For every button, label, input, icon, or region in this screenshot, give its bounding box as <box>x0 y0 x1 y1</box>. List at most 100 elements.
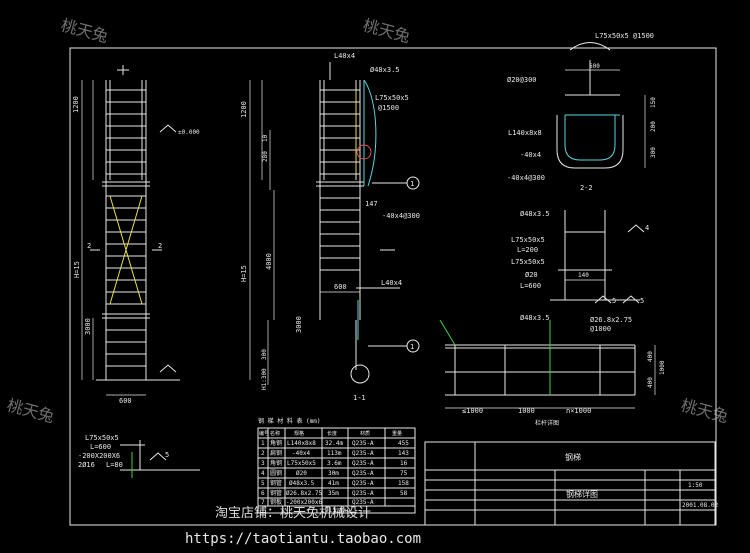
dim-147: 147 <box>365 200 378 208</box>
railing-pipe1-label: Ø48x3.5 <box>520 314 550 322</box>
dim-1200-mid: 1200 <box>240 101 248 118</box>
th-weight: 重量 <box>392 430 402 437</box>
dim-10-mid: 10 <box>262 134 269 142</box>
cell-material: Q235-A <box>352 450 374 457</box>
base-angle-label: L75x50x5 <box>85 434 119 442</box>
section22-angle2-label: L140x8x8 <box>508 129 542 137</box>
base-bolt-label: 2Ø16 <box>78 461 95 469</box>
railing-title: 栏杆详图 <box>535 419 559 427</box>
cell-spec: Ø26.8x2.75 <box>286 490 323 497</box>
railing-dim-3: n×1000 <box>566 407 591 415</box>
railing-dim-2: 1000 <box>518 407 535 415</box>
cell-length: 41m <box>328 480 339 487</box>
th-material: 材质 <box>360 430 370 437</box>
detail-len1-label: L=200 <box>517 246 538 254</box>
detail-mark-5b: 5 <box>640 297 644 305</box>
table-row: 5 钢管 Ø48x3.5 41m Q235-A 158 <box>261 479 409 487</box>
drawing-border <box>69 47 717 526</box>
footer-url-bar: https://taotiantu.taobao.com <box>0 526 750 549</box>
detail-angle1-label: L75x50x5 <box>511 236 545 244</box>
cell-no: 6 <box>261 490 265 497</box>
th-no: 编号 <box>259 430 269 437</box>
dim-3000-left: 3000 <box>84 318 92 335</box>
watermark-brand-top: 桃天兔 <box>361 16 412 47</box>
callout-1-lower: 1 <box>410 343 414 351</box>
dim-4000-mid: 4000 <box>265 253 273 270</box>
cell-no: 5 <box>261 480 265 487</box>
material-table <box>257 427 416 514</box>
material-table-title: 钢 梯 材 料 表 (mm) <box>258 417 321 425</box>
section-2-2 <box>556 42 646 169</box>
height-label-mid: H=15 <box>240 265 248 282</box>
cell-name: 扁钢 <box>270 449 282 457</box>
base-len2-label: L=80 <box>106 461 123 469</box>
section-mark-2a: 2 <box>87 242 91 250</box>
watermark-brand-right: 桃天兔 <box>679 396 730 427</box>
table-row: 7 钢板 -200x200x6 Q235-A <box>261 498 374 506</box>
table-total: 911.8kg <box>325 507 351 514</box>
dim-1200-left: 1200 <box>72 96 80 113</box>
ladder-elevation-left <box>81 65 180 396</box>
base-mark-5: 5 <box>165 451 169 459</box>
detail-mark-4: 4 <box>645 224 649 232</box>
cell-spec: Ø20 <box>296 470 307 477</box>
railing-detail <box>439 319 656 409</box>
cell-spec: -40x4 <box>292 450 310 457</box>
cell-length: 3.6m <box>327 460 342 467</box>
title-block <box>424 441 716 526</box>
callout-1-upper: 1 <box>410 180 414 188</box>
section-label-1-1: 1-1 <box>353 394 366 402</box>
table-row: 1 角钢 L140x8x8 32.4m Q235-A 455 <box>261 439 409 447</box>
watermark-text: 桃天兔 <box>5 396 56 427</box>
section22-title: 2-2 <box>580 184 593 192</box>
detail-len2-label: L=600 <box>520 282 541 290</box>
railing-dim-1: ≤1000 <box>462 407 483 415</box>
section22-dim-600: 600 <box>589 63 600 70</box>
detail-angle2-label: L75x50x5 <box>511 258 545 266</box>
height-label-left: H=15 <box>73 261 81 278</box>
cell-name: 钢板 <box>270 498 282 506</box>
cell-spec: Ø48x3.5 <box>289 480 315 487</box>
cell-weight: 455 <box>398 440 409 447</box>
cell-weight: 58 <box>400 490 408 497</box>
width-600-mid: 600 <box>334 283 347 291</box>
detail-dim-140: 140 <box>578 272 589 279</box>
cell-no: 3 <box>261 460 265 467</box>
section22-angle-label: L75x50x5 @1500 <box>595 32 654 40</box>
base-len-label: L=600 <box>90 443 111 451</box>
detail-rod-label: Ø20 <box>525 271 538 279</box>
plate-label-bottom: L40x4 <box>381 279 402 287</box>
pipe-label-top: Ø48x3.5 <box>370 66 400 74</box>
cell-no: 1 <box>261 440 265 447</box>
cell-material: Q235-A <box>352 499 374 506</box>
cell-material: Q235-A <box>352 490 374 497</box>
dim-300-mid: 300 <box>261 349 268 360</box>
cell-weight: 75 <box>400 470 408 477</box>
cell-spec: -200x200x6 <box>286 499 323 506</box>
cell-length: 35m <box>328 490 339 497</box>
cell-name: 角钢 <box>270 439 282 447</box>
railing-pipe2-label: Ø26.8x2.75 <box>590 316 632 324</box>
section-mark-2b: 2 <box>158 242 162 250</box>
cell-length: 113m <box>327 450 342 457</box>
base-plate-label: -200X200X6 <box>78 452 120 460</box>
cell-name: 圆钢 <box>270 469 282 477</box>
watermark-brand-left: 桃天兔 <box>5 396 56 427</box>
connection-detail <box>550 210 645 304</box>
table-row: 2 扁钢 -40x4 113m Q235-A 143 <box>261 449 409 457</box>
cell-length: 30m <box>328 470 339 477</box>
cell-no: 4 <box>261 470 265 477</box>
cell-weight: 16 <box>400 460 408 467</box>
detail-mark-5a: 5 <box>612 297 616 305</box>
railing-dim-1000: 1000 <box>659 360 666 375</box>
railing-dim-400a: 400 <box>647 351 654 362</box>
th-length: 长度 <box>327 430 337 437</box>
plate-label-top: L40x4 <box>334 52 355 60</box>
cell-name: 角钢 <box>270 459 282 467</box>
th-name: 名称 <box>270 430 280 437</box>
cell-no: 2 <box>261 450 265 457</box>
table-row: 3 角钢 L75x50x5 3.6m Q235-A 16 <box>261 459 408 467</box>
spacing-label-mid: @1500 <box>378 104 399 112</box>
cell-no: 7 <box>261 499 265 506</box>
